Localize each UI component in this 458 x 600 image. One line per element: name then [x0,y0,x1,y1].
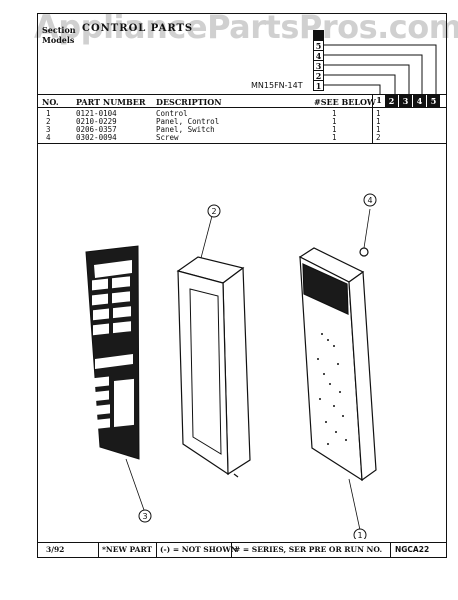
col-header-4: 4 [413,94,426,107]
row-no: 2 [46,117,51,126]
watermark: AppliancePartsPros.com [34,8,458,46]
header-top-rule [38,94,446,95]
row-series-1: 2 [376,133,381,142]
col-header-2: 2 [385,94,398,107]
row-no: 3 [46,125,51,134]
row-part-number: 0302-0094 [76,133,117,142]
models-label: Models [42,35,75,45]
col-header-1: 1 [372,94,385,107]
row-series-1: 1 [376,125,381,134]
table-bottom-rule [38,143,446,144]
series-box-1: 1 [313,80,324,91]
row-part-number: 0210-0229 [76,117,117,126]
col-header-5: 5 [427,94,440,107]
control-panel-drawing [176,256,251,478]
row-qty: 1 [332,117,337,126]
section-label: Section [42,25,76,35]
model-number: MN15FN-14T [251,81,303,90]
row-description: Screw [156,133,179,142]
callout-2 [207,204,221,218]
callout-leaders [125,208,371,531]
switch-panel-drawing [85,245,140,460]
exploded-parts-diagram: 2 4 3 1 [85,193,377,539]
callout-3 [138,509,152,523]
row-description: Panel, Control [156,117,220,126]
header-description: DESCRIPTION [156,97,222,107]
control-board-drawing [298,247,377,482]
row-qty: 1 [332,125,337,134]
row-qty: 1 [332,109,337,118]
callout-3-label: 3 [142,512,147,521]
header-no: NO. [42,97,59,107]
row-no: 1 [46,109,51,118]
header-see-below: #SEE BELOW [314,97,376,107]
callout-4 [363,193,377,207]
row-description: Panel, Switch [156,125,215,134]
series-col-divider [372,94,373,143]
footer-page-code: NGCA22 [395,545,430,554]
row-series-1: 1 [376,109,381,118]
parts-sheet: Section CONTROL PARTS Models 5 4 3 2 1 M… [37,13,447,558]
callout-1-label: 1 [357,531,362,539]
callout-1 [353,528,367,539]
callout-2-label: 2 [211,207,216,216]
footer-new-part: *NEW PART [102,545,153,554]
row-part-number: 0206-0357 [76,125,117,134]
row-part-number: 0121-0104 [76,109,117,118]
header-bottom-rule [38,107,446,108]
footer-not-shown: (-) = NOT SHOWN [160,545,238,554]
footer-bar: 3/92 *NEW PART (-) = NOT SHOWN # = SERIE… [38,542,446,557]
row-qty: 1 [332,133,337,142]
row-series-1: 1 [376,117,381,126]
col-header-3: 3 [399,94,412,107]
callout-4-label: 4 [367,196,372,205]
section-name: CONTROL PARTS [82,23,194,34]
footer-series-legend: # = SERIES, SER PRE OR RUN NO. [234,545,383,554]
header-part-number: PART NUMBER [76,97,146,107]
row-description: Control [156,109,188,118]
row-no: 4 [46,133,51,142]
series-leader-lines [324,44,437,94]
footer-date: 3/92 [46,545,65,554]
